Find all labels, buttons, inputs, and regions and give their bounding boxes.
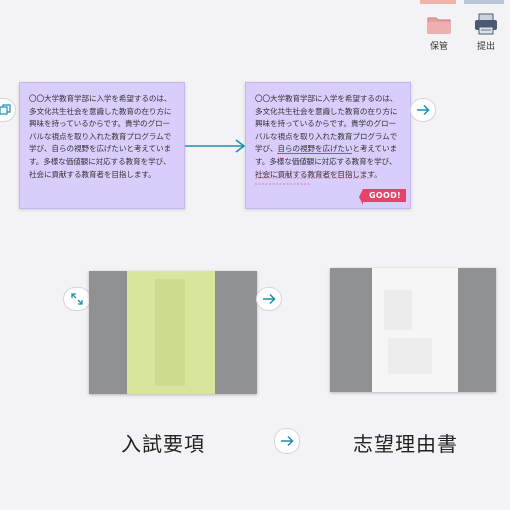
reviewed-text-after: と考えています。多様な価値観に対応する教育を学び、社会に貢献する教育者を目指しま… bbox=[255, 144, 398, 179]
store-button[interactable]: 保管 bbox=[417, 8, 461, 52]
next-tab-button[interactable] bbox=[410, 98, 436, 122]
reviewed-text-before: 〇〇大学教育学部に入学を希望するのは、多文化共生社会を意識した教育の在り方に興味… bbox=[255, 94, 398, 154]
reviewer-comment-scribble bbox=[255, 171, 370, 185]
submit-button[interactable]: 提出 bbox=[464, 8, 508, 52]
admission-guide-label: 入試要項 bbox=[121, 432, 205, 456]
original-essay-card[interactable]: 〇〇大学教育学部に入学を希望するのは、多文化共生社会を意識した教育の在り方に興味… bbox=[19, 82, 185, 209]
reviewed-essay-text: 〇〇大学教育学部に入学を希望するのは、多文化共生社会を意識した教育の在り方に興味… bbox=[246, 83, 410, 181]
document-next-button[interactable] bbox=[274, 428, 300, 454]
submit-accent-bar bbox=[464, 0, 504, 4]
printer-icon bbox=[475, 13, 497, 35]
arrow-right-icon bbox=[281, 435, 294, 447]
folder-icon bbox=[427, 17, 451, 34]
statement-page-block-1 bbox=[384, 290, 412, 330]
guide-next-tab-button[interactable] bbox=[256, 287, 282, 311]
submit-label: 提出 bbox=[476, 42, 495, 52]
original-essay-text: 〇〇大学教育学部に入学を希望するのは、多文化共生社会を意識した教育の在り方に興味… bbox=[29, 94, 172, 179]
arrow-right-icon bbox=[263, 293, 276, 305]
expand-icon bbox=[71, 293, 83, 305]
store-accent-bar bbox=[420, 0, 456, 4]
reviewed-essay-card[interactable]: 〇〇大学教育学部に入学を希望するのは、多文化共生社会を意識した教育の在り方に興味… bbox=[245, 82, 411, 209]
reviewed-text-underlined: 自らの視野を広げたい bbox=[277, 144, 353, 155]
admission-guide-thumbnail[interactable] bbox=[89, 271, 257, 394]
statement-label: 志望理由書 bbox=[353, 432, 458, 456]
flow-arrow bbox=[185, 139, 246, 153]
copy-icon bbox=[0, 104, 11, 115]
store-label: 保管 bbox=[429, 42, 448, 52]
arrow-right-icon bbox=[417, 104, 430, 116]
expand-tab-button[interactable] bbox=[63, 287, 91, 311]
guide-page-shade bbox=[155, 279, 185, 386]
statement-page-block-2 bbox=[388, 338, 432, 374]
copy-tab[interactable] bbox=[0, 98, 16, 122]
statement-thumbnail[interactable] bbox=[330, 268, 496, 392]
good-badge: GOOD! bbox=[359, 189, 406, 205]
